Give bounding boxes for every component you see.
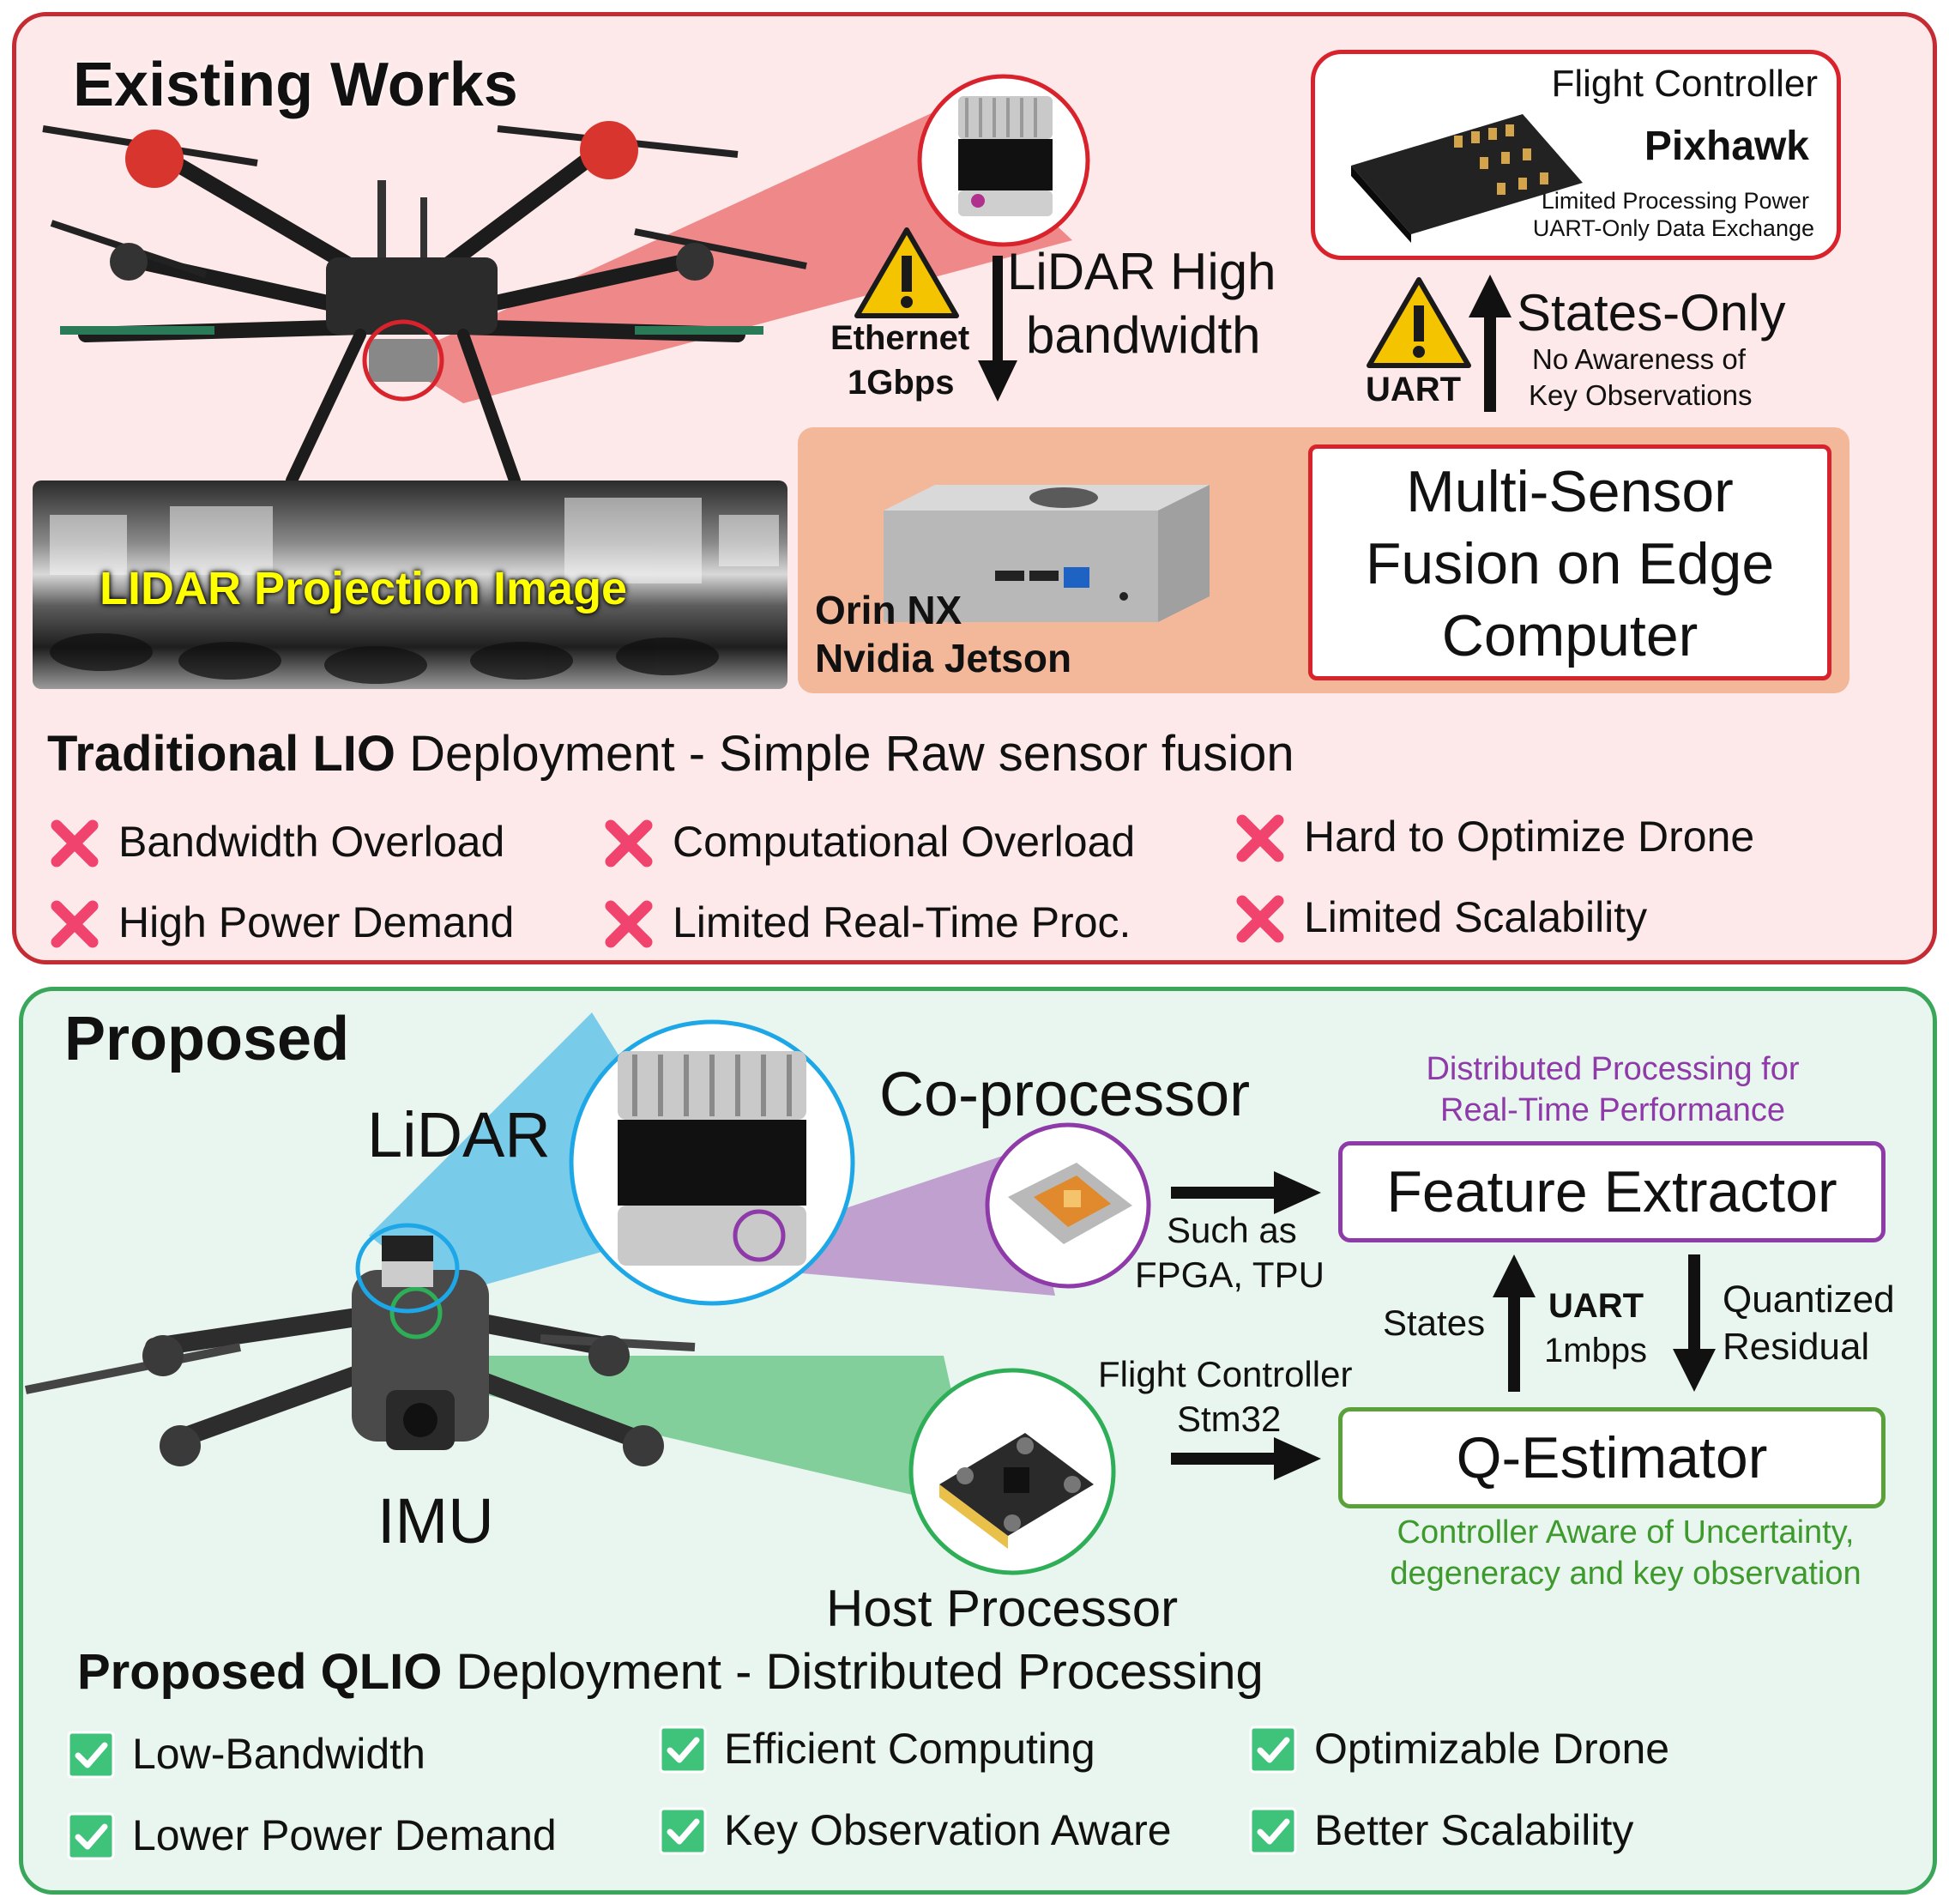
cross-icon: [605, 900, 653, 948]
jetson-orin-image: [884, 485, 1210, 622]
con-item: Bandwidth Overload: [118, 818, 505, 866]
q-estimator-box: Q-Estimator: [1338, 1407, 1886, 1508]
pixhawk-image: [1351, 114, 1583, 243]
right-arrow-icon: [1171, 1437, 1321, 1480]
fusion-line2: Fusion on Edge: [1365, 531, 1775, 596]
flight-controller-title: Flight Controller: [1551, 63, 1818, 105]
cross-icon: [1236, 895, 1284, 943]
right-arrow-icon: [1171, 1171, 1321, 1214]
pixhawk-note-2: UART-Only Data Exchange: [1532, 215, 1814, 241]
check-icon: [67, 1812, 115, 1860]
jetson-brand-label: Nvidia Jetson: [815, 636, 1072, 680]
con-item: Hard to Optimize Drone: [1304, 813, 1755, 861]
uart-rate-label: 1mbps: [1544, 1332, 1648, 1369]
such-as-line2: FPGA, TPU: [1135, 1254, 1324, 1295]
up-arrow-icon: [1469, 275, 1512, 412]
pixhawk-flight-controller-box: Flight Controller Pixhawk Limited Proces…: [1311, 50, 1841, 260]
traditional-deployment-rest: Deployment - Simple Raw sensor fusion: [395, 726, 1294, 782]
warning-icon: [1367, 277, 1471, 368]
pro-item: Lower Power Demand: [132, 1811, 557, 1859]
traditional-deployment-heading: Traditional LIO Deployment - Simple Raw …: [47, 725, 1294, 783]
quadcopter-drone-image: [25, 1270, 696, 1466]
uart-label-bottom: UART: [1548, 1287, 1644, 1325]
imu-label: IMU: [377, 1485, 494, 1556]
no-awareness-line2: Key Observations: [1529, 379, 1753, 411]
no-awareness-line1: No Awareness of: [1532, 343, 1746, 375]
check-icon: [659, 1807, 707, 1855]
ethernet-label: Ethernet: [830, 319, 970, 357]
down-arrow-icon: [1673, 1254, 1716, 1392]
check-icon: [67, 1731, 115, 1779]
existing-works-title: Existing Works: [73, 51, 518, 119]
check-icon: [659, 1726, 707, 1774]
jetson-model-label: Orin NX: [815, 588, 962, 632]
pro-item: Optimizable Drone: [1314, 1725, 1670, 1773]
flight-controller-line2: Stm32: [1177, 1399, 1282, 1439]
pro-item: Better Scalability: [1314, 1806, 1634, 1854]
pro-item: Efficient Computing: [724, 1725, 1095, 1773]
fusion-line1: Multi-Sensor: [1406, 459, 1734, 524]
check-icon: [1249, 1807, 1297, 1855]
cross-icon: [605, 819, 653, 867]
con-item: Limited Real-Time Proc.: [673, 898, 1131, 946]
q-estimator-label: Q-Estimator: [1456, 1425, 1768, 1490]
uart-label-top: UART: [1366, 371, 1462, 408]
host-processor-image: [908, 1368, 1116, 1575]
distributed-processing-note: Distributed Processing for Real-Time Per…: [1338, 1049, 1887, 1131]
ethernet-speed: 1Gbps: [848, 364, 955, 402]
lidar-zoom-image: [917, 74, 1090, 247]
controller-aware-note: Controller Aware of Uncertainty, degener…: [1338, 1512, 1913, 1594]
states-label: States: [1383, 1303, 1486, 1343]
traditional-deployment-bold: Traditional LIO: [47, 726, 396, 782]
proposed-deployment-heading: Proposed QLIO Deployment - Distributed P…: [77, 1643, 1264, 1701]
down-arrow-icon: [978, 256, 1017, 402]
feature-extractor-label: Feature Extractor: [1386, 1159, 1837, 1224]
lidar-projection-label: LIDAR Projection Image: [100, 563, 628, 614]
hexacopter-drone-image: [42, 112, 1072, 487]
controller-aware-line1: Controller Aware of Uncertainty,: [1397, 1514, 1855, 1550]
lidar-bandwidth-line1: LiDAR High: [1007, 243, 1276, 300]
feature-extractor-box: Feature Extractor: [1338, 1141, 1886, 1242]
lidar-sensor-image: [569, 1019, 855, 1306]
host-processor-label: Host Processor: [826, 1580, 1179, 1637]
fusion-line3: Computer: [1441, 603, 1699, 668]
coprocessor-chip-image: [985, 1122, 1151, 1289]
lidar-label: LiDAR: [367, 1099, 551, 1170]
pro-item: Key Observation Aware: [724, 1806, 1172, 1854]
check-icon: [1249, 1726, 1297, 1774]
warning-icon: [854, 227, 959, 318]
proposed-title: Proposed: [64, 1005, 350, 1073]
quantized-line1: Quantized: [1723, 1278, 1895, 1321]
cross-icon: [1236, 814, 1284, 862]
pixhawk-name: Pixhawk: [1644, 124, 1809, 169]
pro-item: Low-Bandwidth: [132, 1730, 425, 1778]
distributed-line2: Real-Time Performance: [1440, 1092, 1785, 1128]
quantized-line2: Residual: [1723, 1326, 1870, 1368]
con-item: High Power Demand: [118, 898, 515, 946]
lidar-on-drone: [355, 1223, 460, 1314]
cross-icon: [51, 900, 99, 948]
distributed-line1: Distributed Processing for: [1426, 1051, 1800, 1087]
up-arrow-icon: [1493, 1254, 1536, 1392]
multi-sensor-fusion-box: Multi-Sensor Fusion on Edge Computer: [1308, 444, 1831, 680]
controller-aware-line2: degeneracy and key observation: [1390, 1556, 1862, 1592]
con-item: Computational Overload: [673, 818, 1136, 866]
proposed-deployment-bold: Proposed QLIO: [77, 1644, 443, 1700]
lidar-projection-image: LIDAR Projection Image: [33, 481, 787, 689]
cross-icon: [51, 819, 99, 867]
flight-controller-line1: Flight Controller: [1098, 1354, 1353, 1394]
lidar-bandwidth-line2: bandwidth: [1026, 306, 1261, 364]
coprocessor-label: Co-processor: [879, 1061, 1251, 1129]
con-item: Limited Scalability: [1304, 893, 1648, 941]
pixhawk-note-1: Limited Processing Power: [1541, 188, 1809, 214]
such-as-line1: Such as: [1167, 1210, 1297, 1250]
states-only-label: States-Only: [1517, 284, 1786, 342]
proposed-deployment-rest: Deployment - Distributed Processing: [442, 1644, 1264, 1700]
